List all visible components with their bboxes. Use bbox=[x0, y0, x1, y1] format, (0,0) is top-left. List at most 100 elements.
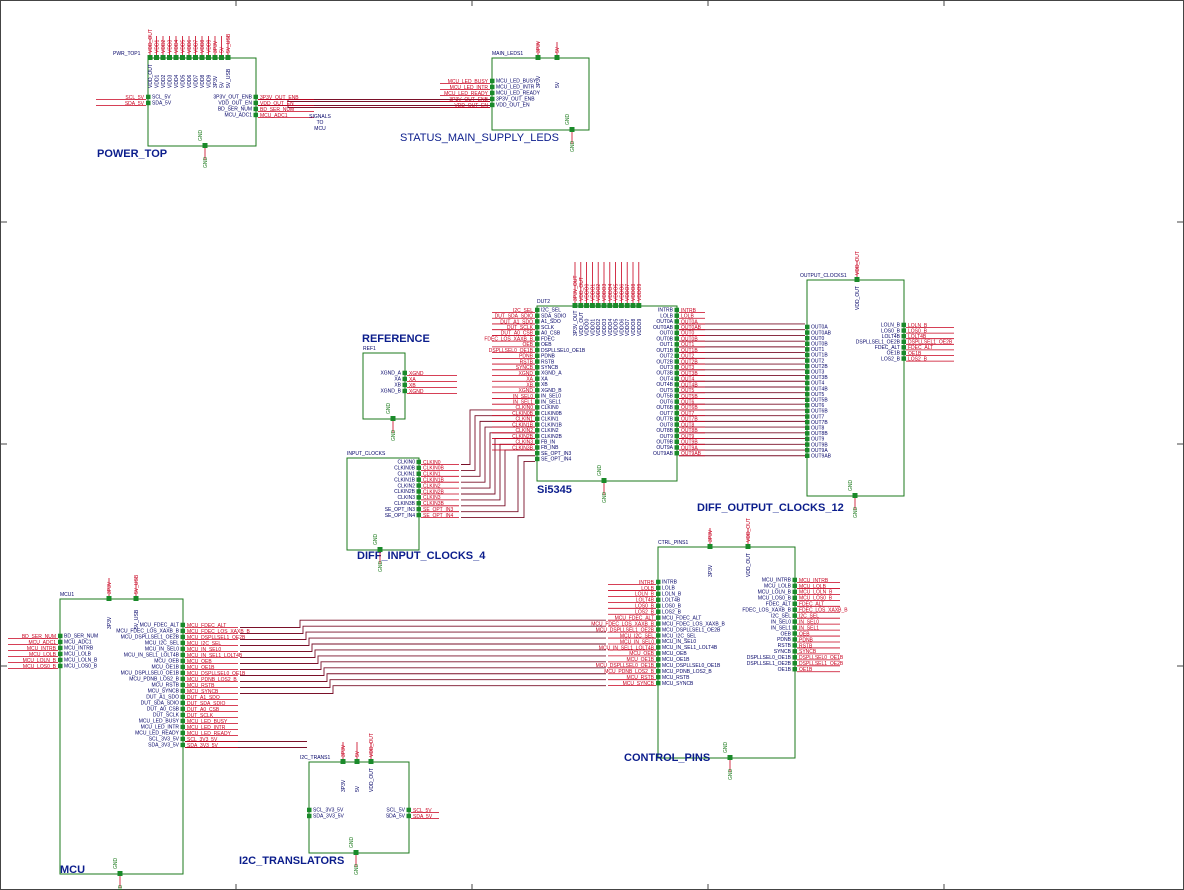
left-net-label: MCU_SYNCB bbox=[623, 681, 655, 687]
power-pin bbox=[535, 55, 541, 60]
right-net-label: OE1B bbox=[799, 667, 813, 673]
right-pin-label: OUT3 bbox=[660, 365, 674, 371]
left-pin-label: OUT7B bbox=[811, 420, 828, 426]
block-power-top[interactable]: PWR_TOP1POWER_TOPVDD_OUTVDD_OUTVDD1VDD1V… bbox=[96, 29, 331, 168]
block-si5345[interactable]: DUT2Si53453P3V_OUT3P3V_OUTVDD_OUTVDD_OUT… bbox=[484, 262, 705, 503]
left-net-label: SDA_5V bbox=[125, 101, 145, 107]
right-pin bbox=[792, 595, 797, 601]
block-outline bbox=[536, 305, 678, 482]
right-pin bbox=[792, 666, 797, 672]
wire bbox=[240, 649, 606, 658]
power-pin bbox=[607, 303, 613, 308]
right-pin bbox=[180, 676, 185, 682]
left-pin bbox=[535, 370, 540, 376]
right-pin bbox=[674, 336, 679, 341]
block-refdes: I2C_TRANS1 bbox=[300, 755, 331, 761]
left-pin bbox=[805, 341, 810, 346]
power-pin-label: VDD_OUT bbox=[746, 553, 752, 577]
left-pin-label: CLKIN2 bbox=[541, 428, 559, 434]
block-status-leds[interactable]: MAIN_LEDS1STATUS_MAIN_SUPPLY_LEDS3P3V3P3… bbox=[400, 40, 590, 153]
left-net-label: CLKIN0B bbox=[512, 411, 534, 417]
power-net-label: 3P3V_OUT bbox=[573, 275, 579, 301]
right-pin bbox=[674, 359, 679, 364]
power-pin-label: VDD1 bbox=[155, 74, 161, 88]
left-pin-label: A1_SDO bbox=[541, 319, 561, 325]
right-pin-label: CLKIN0 bbox=[397, 460, 415, 466]
left-pin bbox=[656, 633, 661, 638]
left-pin-label: OUT0 bbox=[811, 336, 825, 342]
wire bbox=[287, 105, 490, 108]
right-pin bbox=[180, 622, 185, 628]
power-pin bbox=[180, 55, 185, 60]
right-pin bbox=[406, 813, 411, 819]
power-pin-label: 5V bbox=[555, 81, 561, 88]
right-net-label: MCU_IN_SEL1_LOLT4B bbox=[187, 653, 243, 659]
right-pin bbox=[180, 658, 185, 664]
right-pin bbox=[253, 100, 258, 106]
power-pin bbox=[225, 55, 231, 60]
right-pin-label: CLKIN3 bbox=[397, 495, 415, 501]
right-pin-label: MCU_INTRB bbox=[762, 578, 792, 584]
gnd-pin bbox=[390, 416, 396, 421]
right-pin bbox=[180, 736, 185, 742]
left-pin-label: OUT9 bbox=[811, 437, 825, 443]
right-net-label: FDEC_LOS_XAXB_B bbox=[799, 608, 848, 614]
left-pin-label: SDA_5V bbox=[152, 101, 172, 107]
right-net-label: OUT0 bbox=[681, 331, 695, 337]
wire bbox=[240, 673, 606, 682]
right-net-label: SDA_3V3_5V bbox=[187, 743, 219, 749]
power-pin bbox=[572, 303, 578, 308]
left-net-label: OEB bbox=[522, 342, 533, 348]
right-pin-label: FDEC_ALT bbox=[766, 602, 791, 608]
right-pin-label: INTRB bbox=[658, 308, 674, 314]
right-net-label: OUT9 bbox=[681, 434, 695, 440]
block-control-pins[interactable]: CTRL_PINS1CONTROL_PINS3P3V3P3VVDD_OUTVDD… bbox=[591, 518, 848, 780]
left-net-label: LOLN_B bbox=[635, 592, 655, 598]
block-i2c[interactable]: I2C_TRANS1I2C_TRANSLATORS3P3V3P3V5V5VVDD… bbox=[239, 733, 439, 875]
block-diff-output[interactable]: OUTPUT_CLOCKS1DIFF_OUTPUT_CLOCKS_12VDD_O… bbox=[697, 251, 954, 518]
right-pin-label: CLKIN1B bbox=[394, 477, 416, 483]
left-pin-label: OUT4B bbox=[811, 386, 828, 392]
left-pin bbox=[535, 382, 540, 387]
left-pin bbox=[805, 375, 810, 380]
wire bbox=[240, 619, 606, 628]
power-pin-label: 3P3V bbox=[107, 616, 113, 629]
power-pin-label: 3P3V_OUT bbox=[573, 310, 579, 336]
right-net-label: OUT2 bbox=[681, 354, 695, 360]
left-pin bbox=[656, 585, 661, 591]
left-pin-label: A0_CSB bbox=[541, 331, 561, 337]
power-pin-label: 5V bbox=[355, 785, 361, 792]
block-title: MCU bbox=[60, 864, 85, 876]
block-refdes: PWR_TOP1 bbox=[113, 51, 141, 57]
gnd-label: GND bbox=[570, 141, 576, 153]
right-net-label: CLKIN0B bbox=[423, 466, 445, 472]
right-pin-label: OUT7 bbox=[660, 411, 674, 417]
left-net-label: MCU_DSPLLSEL1_OE2B bbox=[596, 627, 655, 633]
left-pin-label: OUT2 bbox=[811, 358, 825, 364]
right-pin bbox=[253, 106, 258, 112]
left-net-label: LOS2_B bbox=[635, 610, 655, 616]
right-pin bbox=[416, 512, 421, 518]
right-pin-label: OUT0B bbox=[656, 336, 673, 342]
power-pin bbox=[340, 759, 346, 764]
power-pin bbox=[578, 303, 584, 308]
right-net-label: MCU_IN_SEL0 bbox=[187, 647, 221, 653]
right-net-label: DSPLLSEL1_OE2B bbox=[799, 661, 844, 667]
right-pin-label: MCU_LOLN_B bbox=[758, 590, 792, 596]
right-pin-label: 3P3V_OUT_ENB bbox=[213, 95, 252, 101]
right-net-label: MCU_FDEC_LOS_XAXB_B bbox=[187, 629, 250, 635]
block-refdes: OUTPUT_CLOCKS1 bbox=[800, 273, 847, 279]
left-pin-label: MCU_RSTB bbox=[662, 675, 690, 681]
power-net-label: 5V_USB bbox=[226, 33, 232, 53]
left-net-label: DSPLLSEL0_OE1B bbox=[489, 348, 534, 354]
block-title: DIFF_OUTPUT_CLOCKS_12 bbox=[697, 502, 844, 514]
right-pin bbox=[792, 583, 797, 589]
right-pin-label: OUT1 bbox=[660, 342, 674, 348]
right-pin bbox=[674, 342, 679, 347]
power-pin-label: 3P3V bbox=[341, 779, 347, 792]
block-mcu[interactable]: MCU1MCU3P3V3P3V5V_USB5V_USBBD_SER_NUMBD_… bbox=[8, 574, 250, 890]
power-pin-label: VDD8 bbox=[200, 74, 206, 88]
